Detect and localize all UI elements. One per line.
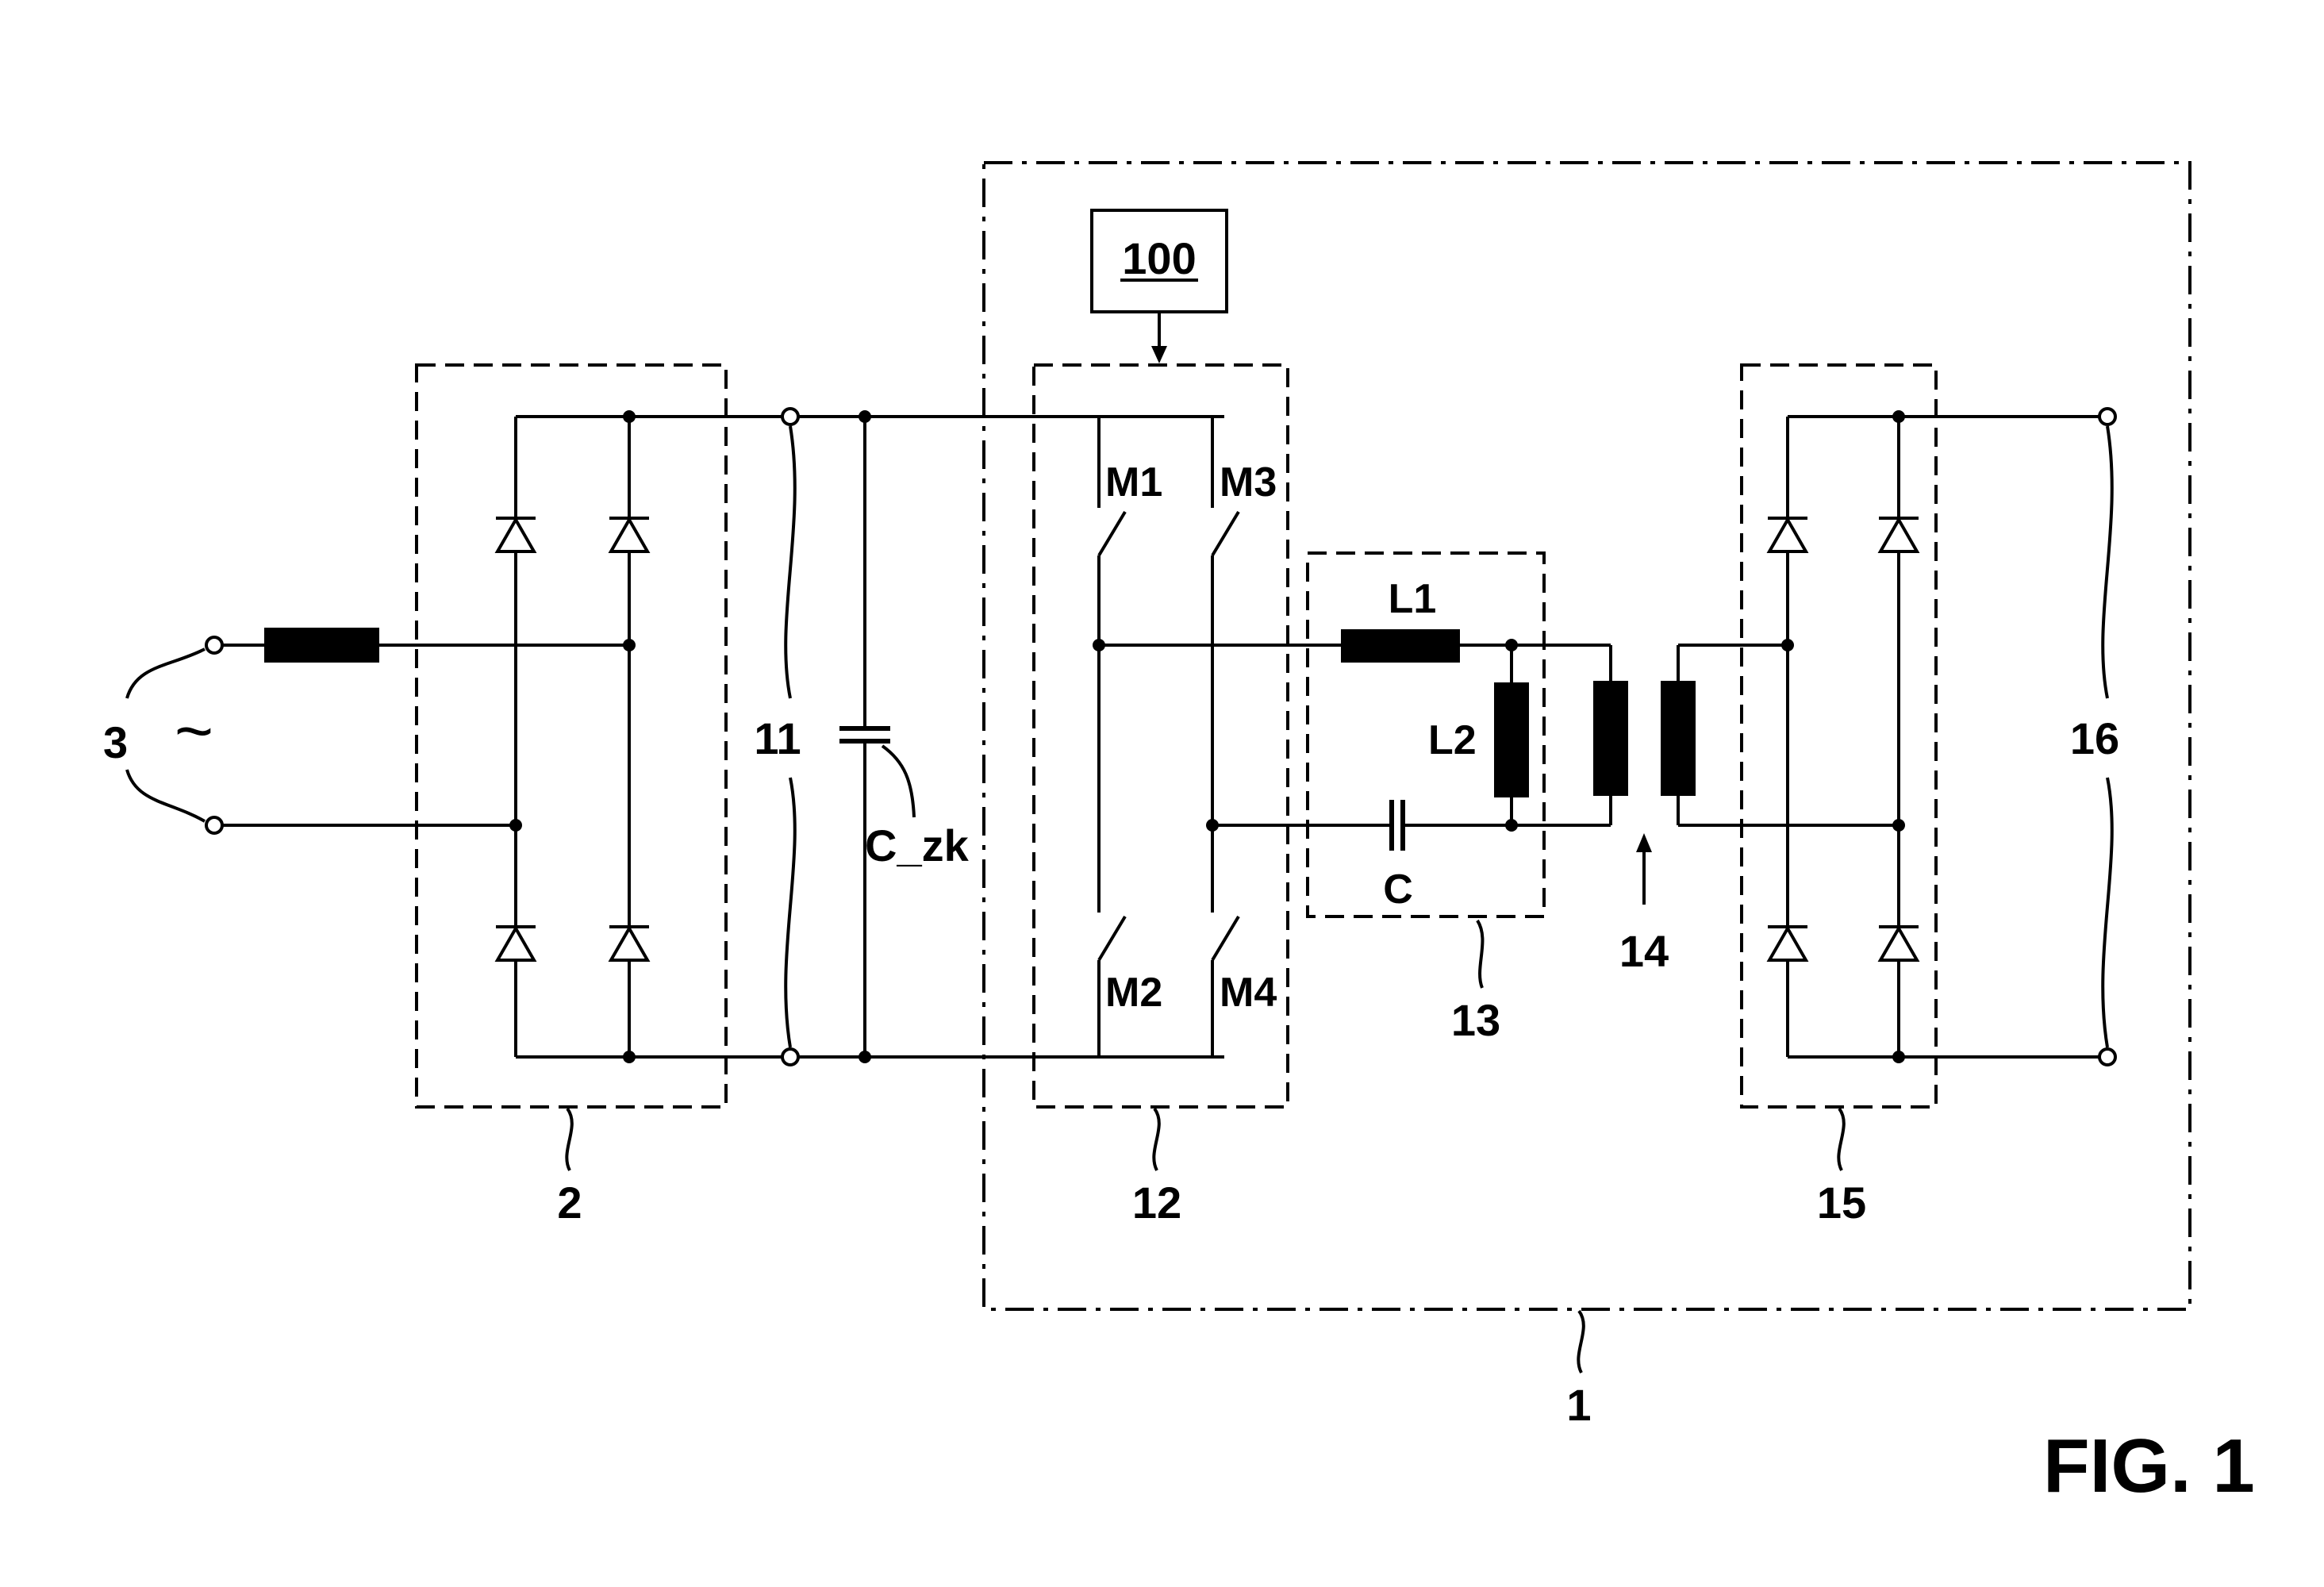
tank-node-top [1505,639,1518,651]
rect-node-mid-left [509,819,522,832]
czk-node-bottom [859,1051,871,1063]
dc-link-label: 11 [754,713,801,763]
ac-terminal-top [205,636,224,655]
transformer-label: 14 [1619,926,1669,976]
bridge-box [1032,363,1289,1109]
diode-d4 [608,924,651,962]
converter-leader [1577,1309,1585,1374]
output-brace [2101,425,2114,1048]
switch-m1-label: M1 [1105,459,1162,505]
out-diode-d4 [1877,924,1920,962]
switch-m4-blade [1211,915,1240,962]
inductor-l1-label: L1 [1389,576,1437,622]
ac-source-symbol: ~ [175,694,213,768]
ac-source-leader-top [125,647,206,699]
switch-m2-blade [1097,915,1127,962]
switch-m3-label: M3 [1220,459,1277,505]
input-inductor [264,628,379,663]
ac-terminal-bottom [205,816,224,835]
switch-m2-label: M2 [1105,970,1162,1016]
dc-terminal-bottom [781,1047,800,1066]
switch-m3-blade [1211,510,1240,557]
figure-label: FIG. 1 [2043,1424,2255,1508]
tank-leader [1476,919,1485,989]
out-terminal-top [2098,407,2117,426]
rectifier-label: 2 [557,1178,582,1228]
out-node-mid-right [1892,819,1905,832]
resonant-tank-label: 13 [1451,995,1500,1045]
output-label: 16 [2070,713,2119,763]
dc-terminal-top [781,407,800,426]
czk-node-top [859,410,871,423]
switch-m4-label: M4 [1220,970,1277,1016]
output-rectifier-leader [1837,1107,1846,1171]
bridge-leader [1152,1107,1161,1171]
controller-arrow-head [1151,346,1167,363]
ac-source-label: 3 [103,717,128,767]
output-rectifier-label: 15 [1817,1178,1866,1228]
diode-d2 [608,516,651,553]
transformer-arrow-head [1636,833,1652,852]
czk-leader [881,744,916,818]
dc-capacitor-label: C_zk [865,820,970,870]
diode-d3 [494,924,537,962]
out-diode-d1 [1766,516,1809,553]
converter-boundary [982,161,2191,1311]
transformer-secondary [1661,681,1696,796]
output-rectifier-box [1740,363,1938,1109]
out-diode-d3 [1766,924,1809,962]
tank-node-bottom [1505,819,1518,832]
diode-d1 [494,516,537,553]
converter-label: 1 [1566,1380,1591,1430]
bridge-label: 12 [1132,1178,1181,1228]
inductor-l2 [1494,682,1529,797]
rect-node-mid-right [623,639,636,651]
out-node-mid-left [1781,639,1794,651]
resonant-tank-box [1306,551,1546,918]
capacitor-c-label: C [1383,867,1413,913]
rectifier-leader [565,1107,574,1171]
inductor-l1 [1341,629,1460,663]
out-diode-d2 [1877,516,1920,553]
transformer-primary [1593,681,1628,796]
controller-label: 100 [1122,233,1196,283]
inductor-l2-label: L2 [1428,717,1477,763]
dc-link-brace [784,425,797,1048]
ac-source-leader-bottom [125,769,206,823]
out-terminal-bottom [2098,1047,2117,1066]
switch-m1-blade [1097,510,1127,557]
rectifier-box [415,363,728,1109]
